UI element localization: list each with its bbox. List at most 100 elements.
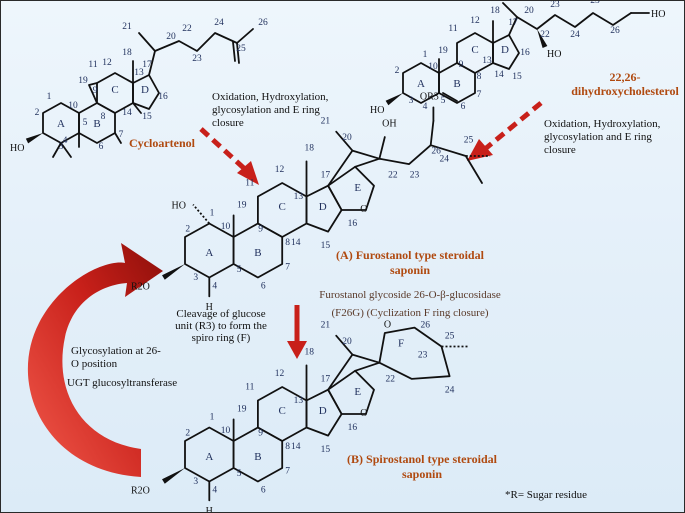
furostanol-oh22-label: OH <box>382 118 396 129</box>
spirostanol-num-9: 9 <box>258 429 263 439</box>
cycloartenol-num-7: 7 <box>119 130 124 140</box>
spirostanol-num-25: 25 <box>445 331 455 341</box>
cholesterol-num-23: 23 <box>550 1 560 10</box>
furostanol-num-21: 21 <box>321 117 331 127</box>
cycloartenol-ring-d-bonds <box>132 74 160 110</box>
spirostanol-num-14: 14 <box>291 442 301 452</box>
cholesterol-num-19: 19 <box>438 46 448 56</box>
cholesterol-title: 22,26-dihydroxycholesterol <box>571 70 679 98</box>
spirostanol-ring-f-o: O <box>384 320 391 331</box>
spirostanol-num-16: 16 <box>348 423 358 433</box>
cholesterol-num-26: 26 <box>610 26 620 36</box>
conversion-arrow-head <box>287 341 307 359</box>
spirostanol-num-8: 8 <box>285 442 290 452</box>
ugt-text: UGT glucosyltransferase <box>67 377 177 389</box>
cycloartenol-num-11: 11 <box>88 60 97 70</box>
furostanol-ring-d-bonds <box>305 184 343 233</box>
furostanol-num-11: 11 <box>245 179 254 189</box>
furostanol-num-18: 18 <box>304 144 314 154</box>
cholesterol-num-18: 18 <box>490 6 500 16</box>
cycloartenol-ho-label: HO <box>10 143 24 154</box>
spirostanol-num-18: 18 <box>304 348 314 358</box>
spirostanol-num-20: 20 <box>342 337 352 347</box>
spirostanol-num-23: 23 <box>418 350 428 360</box>
cholesterol-num-24: 24 <box>570 30 580 40</box>
spirostanol-num-6: 6 <box>261 485 266 495</box>
cycloartenol-side-25a <box>236 42 240 64</box>
cycloartenol-num-4: 4 <box>63 136 68 146</box>
spirostanol-h5-label: H <box>206 506 213 512</box>
cycloartenol-num-20: 20 <box>166 32 176 42</box>
furostanol-num-7: 7 <box>285 262 290 272</box>
dashed-arrow-left <box>199 127 249 173</box>
cholesterol-ho-wedge <box>385 93 403 106</box>
furostanol-num-17: 17 <box>321 171 331 181</box>
cholesterol-ho22-label: HO <box>547 49 561 60</box>
spirostanol-ring-f-bonds <box>378 326 451 380</box>
cholesterol-double-bond-5-6 <box>442 92 458 102</box>
furostanol-num-26: 26 <box>431 146 441 156</box>
cholesterol-num-13: 13 <box>482 56 492 66</box>
cholesterol-num-15: 15 <box>512 72 522 82</box>
furostanol-num-13: 13 <box>294 192 304 202</box>
dashed-arrow-right <box>483 101 543 151</box>
cholesterol-num-1: 1 <box>423 50 428 60</box>
cycloartenol-ring-A: A <box>57 118 65 130</box>
furostanol-num-5: 5 <box>237 265 242 275</box>
spirostanol-ring-e-bonds <box>327 369 375 415</box>
furostanol-num-2: 2 <box>185 225 190 235</box>
cycloartenol-num-9: 9 <box>93 86 98 96</box>
furostanol-num-9: 9 <box>258 225 263 235</box>
furostanol-oh22-bond <box>378 136 386 160</box>
cycloartenol-cyclopropane <box>88 82 98 104</box>
cycloartenol-methyl-8 <box>114 132 122 144</box>
cycloartenol-num-15: 15 <box>142 112 152 122</box>
cycloartenol-side-25b <box>232 41 236 62</box>
cycloartenol-methyl-21 <box>138 32 156 52</box>
furostanol-methyl-21 <box>335 130 354 152</box>
furostanol-num-23: 23 <box>410 171 420 181</box>
glycosylation-text: Glycosylation at 26-O position <box>71 345 161 370</box>
furostanol-c22-ring <box>354 157 381 168</box>
spirostanol-ring-C: C <box>279 405 286 417</box>
spirostanol-num-15: 15 <box>321 445 331 455</box>
spirostanol-ring-E: E <box>354 386 361 398</box>
cholesterol-ho3-label: HO <box>370 105 384 116</box>
cholesterol-num-12: 12 <box>470 16 480 26</box>
spirostanol-num-17: 17 <box>321 375 331 385</box>
cholesterol-num-10: 10 <box>428 62 438 72</box>
spirostanol-methyl-21 <box>335 334 354 356</box>
furostanol-ring-E: E <box>354 182 361 194</box>
cycloartenol-ho-wedge <box>25 133 43 144</box>
furostanol-num-25: 25 <box>464 136 474 146</box>
furostanol-num-22: 22 <box>388 171 398 181</box>
spirostanol-ring-A: A <box>205 451 213 463</box>
cycloartenol-ring-C: C <box>111 84 118 96</box>
spirostanol-num-10: 10 <box>221 426 231 436</box>
cycloartenol-num-22: 22 <box>182 24 192 34</box>
cycloartenol-num-26: 26 <box>258 18 268 28</box>
bond-layer <box>25 2 650 502</box>
cholesterol-num-20: 20 <box>524 6 534 16</box>
spirostanol-num-2: 2 <box>185 429 190 439</box>
furostanol-ring-B: B <box>254 247 261 259</box>
glycosylation-curved-arrow <box>27 243 163 477</box>
furostanol-ring-D: D <box>319 201 327 213</box>
cholesterol-ring-A: A <box>417 78 425 90</box>
cholesterol-ring-C: C <box>471 44 478 56</box>
furostanol-ring-o: O <box>360 204 367 215</box>
furostanol-ring-A: A <box>205 247 213 259</box>
spirostanol-r2o-label: R2O <box>131 486 150 497</box>
cholesterol-num-9: 9 <box>459 60 464 70</box>
cycloartenol-ring-D: D <box>141 84 149 96</box>
spirostanol-num-24: 24 <box>445 385 455 395</box>
cycloartenol-gem-dimethyl-b <box>60 142 72 158</box>
spirostanol-num-7: 7 <box>285 466 290 476</box>
cholesterol-ring-d-bonds <box>492 34 520 70</box>
furostanol-c26-bond <box>429 120 435 147</box>
